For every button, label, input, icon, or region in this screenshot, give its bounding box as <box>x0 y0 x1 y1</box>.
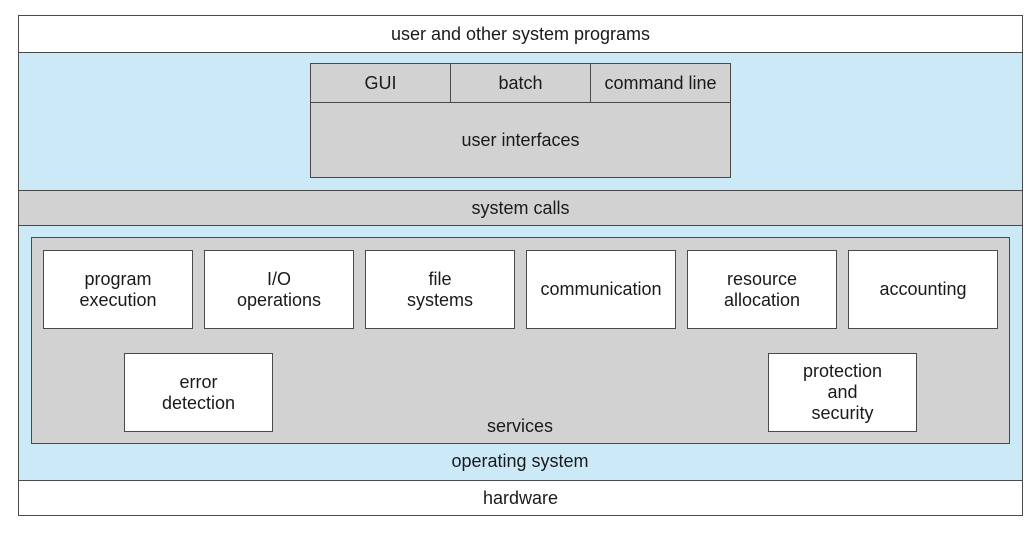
protection-security-box: protection and security <box>768 353 917 432</box>
accounting-box: accounting <box>848 250 998 329</box>
user-interfaces-label: user interfaces <box>461 130 580 150</box>
system-calls-layer: system calls <box>18 190 1023 226</box>
accounting-label: accounting <box>879 279 967 299</box>
hardware-label: hardware <box>482 487 559 508</box>
user-programs-layer: user and other system programs <box>18 15 1023 53</box>
services-label: services <box>486 416 553 436</box>
system-calls-label: system calls <box>471 197 570 218</box>
error-detection-label: error detection <box>161 371 236 413</box>
gui-label: GUI <box>364 72 397 93</box>
program-execution-label: program execution <box>79 268 157 310</box>
batch-label: batch <box>498 72 543 93</box>
file-systems-label: file systems <box>406 268 473 310</box>
io-operations-label: I/O operations <box>236 268 322 310</box>
communication-label: communication <box>540 279 662 299</box>
io-operations-box: I/O operations <box>204 250 354 329</box>
operating-system-label: operating system <box>451 451 589 471</box>
resource-allocation-box: resource allocation <box>687 250 837 329</box>
communication-box: communication <box>526 250 676 329</box>
command-line-label: command line <box>604 72 717 93</box>
gui-cell: GUI <box>310 63 451 103</box>
command-line-cell: command line <box>590 63 731 103</box>
user-programs-label: user and other system programs <box>390 23 651 44</box>
file-systems-box: file systems <box>365 250 515 329</box>
batch-cell: batch <box>450 63 591 103</box>
resource-allocation-label: resource allocation <box>723 268 801 310</box>
program-execution-box: program execution <box>43 250 193 329</box>
protection-security-label: protection and security <box>802 361 883 423</box>
error-detection-box: error detection <box>124 353 273 432</box>
hardware-layer: hardware <box>18 480 1023 516</box>
